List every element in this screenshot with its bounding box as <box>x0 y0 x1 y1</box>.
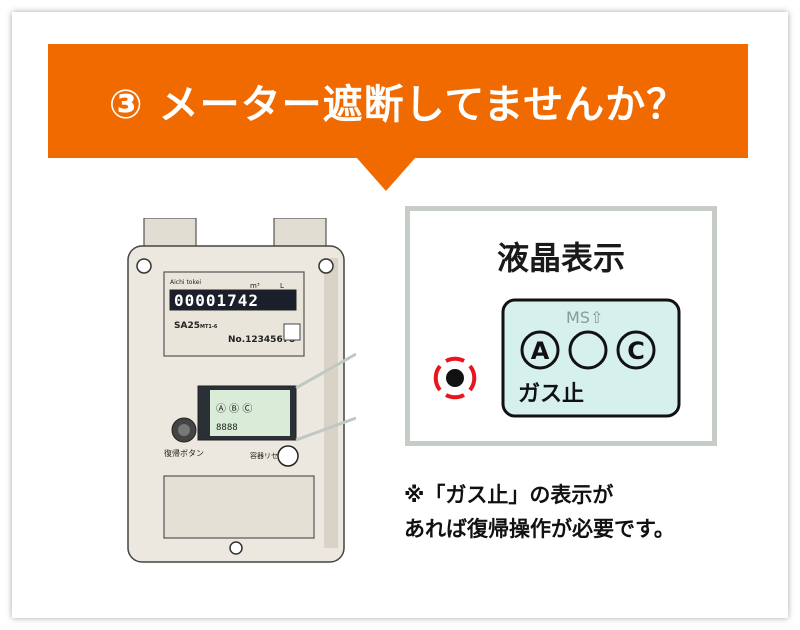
gas-meter-illustration: Aichi tokei 00001742 m³ L SA25MT1-6 No.1… <box>127 218 356 563</box>
lcd-detail-panel: 液晶表示 MS⇧ A C ガス止 <box>405 206 717 446</box>
heading-text: メーター遮断してませんか？ <box>158 82 688 128</box>
reset-button <box>277 445 299 467</box>
serial-number: No.12345678 <box>228 335 295 345</box>
callout-line-top <box>295 352 356 390</box>
lcd-title: 液晶表示 <box>496 239 625 277</box>
symbol-c-circle <box>616 330 656 370</box>
lcd-screen: MS⇧ A C ガス止 <box>433 298 681 418</box>
callout-line-bottom <box>295 416 356 442</box>
label-box <box>283 323 301 341</box>
instruction-note: ※「ガス止」の表示が あれば復帰操作が必要です。 <box>404 478 675 546</box>
meter-lcd-digits: 8888 <box>216 423 238 433</box>
blink-mark-right-icon <box>468 364 477 392</box>
banner-background <box>48 44 748 158</box>
note-line-2: あれば復帰操作が必要です。 <box>404 517 675 541</box>
reset-label: 容器リセット <box>250 451 292 460</box>
heading-title: ③ メーター遮断してませんか？ <box>109 72 687 130</box>
counter-window <box>169 289 297 311</box>
meter-side-shading <box>324 258 338 548</box>
indicator-dot-icon <box>446 369 464 387</box>
meter-lcd <box>210 390 290 436</box>
counter-digits: 00001742 <box>174 291 259 310</box>
screw-icon <box>136 258 152 274</box>
symbol-a-circle <box>520 330 560 370</box>
face-plate <box>163 271 305 357</box>
symbol-a: A <box>531 337 550 365</box>
outlet-connector <box>273 218 327 249</box>
bottom-screw-icon <box>229 541 243 555</box>
restore-button-center <box>178 424 190 436</box>
model-label: SA25MT1-6 <box>174 321 218 331</box>
note-line-1: ※「ガス止」の表示が <box>404 483 614 507</box>
ms-indicator: MS⇧ <box>566 308 603 327</box>
inlet-connector <box>143 218 197 249</box>
restore-button-label: 復帰ボタン <box>164 448 204 458</box>
heading-banner: ③ メーター遮断してませんか？ <box>48 44 748 158</box>
lower-cover <box>163 475 315 539</box>
blink-mark-bottom-icon <box>445 393 465 400</box>
symbol-c: C <box>627 337 645 365</box>
brand-label: Aichi tokei <box>170 279 201 286</box>
unit-l-label: L <box>280 282 284 290</box>
lcd-display <box>501 298 681 418</box>
banner-pointer <box>356 157 416 191</box>
blink-mark-left-icon <box>433 364 442 392</box>
screw-icon <box>318 258 334 274</box>
meter-lcd-symbols: Ⓐ Ⓑ Ⓒ <box>216 403 252 415</box>
unit-m3-label: m³ <box>250 282 260 290</box>
symbol-b-empty-circle <box>568 330 608 370</box>
gas-stop-text: ガス止 <box>518 382 584 407</box>
blink-mark-top-icon <box>445 356 465 363</box>
step-number: ③ <box>108 82 144 128</box>
